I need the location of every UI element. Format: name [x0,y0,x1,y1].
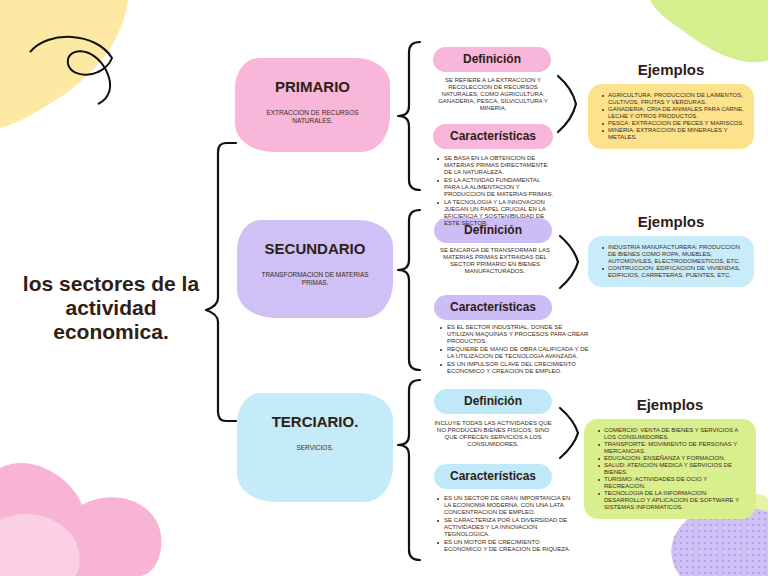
curly-brace [398,380,420,560]
definition-text: INCLUYE TODAS LAS ACTIVIDADES QUE NO PRO… [430,420,556,448]
section-pill: Características [433,124,553,149]
sector-box: TERCIARIO. SERVICIOS. [237,393,393,502]
pink-blob [0,463,161,576]
example-item: COMERCIO: VENTA DE BIENES Y SERVICIOS A … [598,427,748,441]
pink-blob-light [0,514,80,576]
characteristic-item: ES UN MOTOR DE CRECIMIENTO ECONOMICO Y D… [437,539,575,553]
node-heading: TERCIARIO. [272,413,359,430]
sector-box: SECUNDARIO TRANSFORMACION DE MATERIAS PRI… [237,220,393,318]
definition-text: SE REFIERE A LA EXTRACCION Y RECOLECCION… [437,77,549,112]
main-bracket [206,143,236,421]
example-item: CONTRUCCION: EDIFICACION DE VIVIENDAS, E… [602,265,746,279]
map-title: los sectores de la actividad economica. [16,272,206,344]
angle-bracket [558,76,576,132]
characteristic-item: SE BASA EN LA OBTENCION DE MATERIAS PRIM… [437,155,555,176]
example-item: SALUD: ATENCION MEDICA Y SERVICIOS DE BI… [598,462,748,476]
characteristic-item: REQUIERE DE MANO DE OBRA CALIFICADA Y DE… [440,346,590,360]
example-item: INDUSTRIA MANUFACTURERA: PRODUCCION DE B… [602,244,746,265]
angle-bracket [560,236,578,288]
section-pill: Características [434,464,552,489]
angle-bracket [560,408,578,458]
node-body: TRANSFORMACION DE MATERIAS PRIMAS. [260,271,370,287]
section-pill: Definición [434,389,552,414]
node-body: SERVICIOS. [296,444,333,452]
examples-heading: Ejemplos [588,212,754,232]
examples-box: COMERCIO: VENTA DE BIENES Y SERVICIOS A … [584,419,756,519]
section-pill: Características [434,295,552,320]
node-heading: SECUNDARIO [265,240,366,257]
node-heading: Definición [441,52,543,67]
sector-box: PRIMARIO EXTRACCION DE RECURSOS NATURALES… [235,58,390,152]
characteristic-item: SE CARACTERIZA POR LA DIVERSIDAD DE ACTI… [437,517,575,538]
node-heading: Características [441,129,545,144]
example-item: TURISMO: ACTIVIDADES DE OCIO Y RECREACIO… [598,476,748,490]
examples-box: INDUSTRIA MANUFACTURERA: PRODUCCION DE B… [588,236,754,287]
example-item: EDUCACION: ENSEÑANZA Y FORMACION. [598,455,748,462]
yellow-blob [0,0,128,128]
example-item: MINERIA: EXTRACCION DE MINERALES Y METAL… [602,127,746,141]
examples-group: EjemplosINDUSTRIA MANUFACTURERA: PRODUCC… [588,212,754,287]
curly-brace [398,210,420,370]
example-item: TECNOLOGIA DE LA INFORMACION: DESARROLLO… [598,490,748,511]
green-blob [650,0,768,62]
examples-group: EjemplosCOMERCIO: VENTA DE BIENES Y SERV… [584,395,756,519]
characteristic-item: ES UN SECTOR DE GRAN IMPORTANCIA EN LA E… [437,495,575,516]
node-heading: PRIMARIO [275,78,350,95]
characteristic-item: ES EL SECTOR INDUSTRIAL, DONDE SE UTILIZ… [440,324,590,345]
definition-text: SE ENCARGA DE TRANSFORMAR LAS MATERIAS P… [434,247,556,275]
section-pill: Definición [433,47,551,72]
examples-box: AGRICULTURA: PRODUCCION DE LAIMENTOS, CU… [588,84,754,149]
node-heading: Características [442,469,544,484]
curly-brace [398,42,420,190]
examples-heading: Ejemplos [588,60,754,80]
node-heading: Definición [442,394,544,409]
node-heading: Características [442,300,544,315]
example-item: PESCA: EXTRACCION DE PECES Y MARISCOS. [602,120,746,127]
examples-heading: Ejemplos [584,395,756,415]
example-item: TRANSPORTE: MOVIMIENTO DE PERSONAS Y MER… [598,441,748,455]
node-body: EXTRACCION DE RECURSOS NATURALES. [258,109,368,125]
example-item: AGRICULTURA: PRODUCCION DE LAIMENTOS, CU… [602,92,746,106]
characteristic-item: LA TECNOLOGIA Y LA INNOVACION JUEGAN UN … [437,199,555,227]
example-item: GANADERIA: CRIA DE ANIMALES PARA CARNE, … [602,106,746,120]
squiggle [30,37,112,104]
characteristic-item: ES LA ACTIVIDAD FUNDAMENTAL PARA LA ALIM… [437,177,555,198]
characteristic-item: ES UN IMPULSOR CLAVE DEL CRECIMIENTO ECO… [440,361,590,375]
examples-group: EjemplosAGRICULTURA: PRODUCCION DE LAIME… [588,60,754,149]
